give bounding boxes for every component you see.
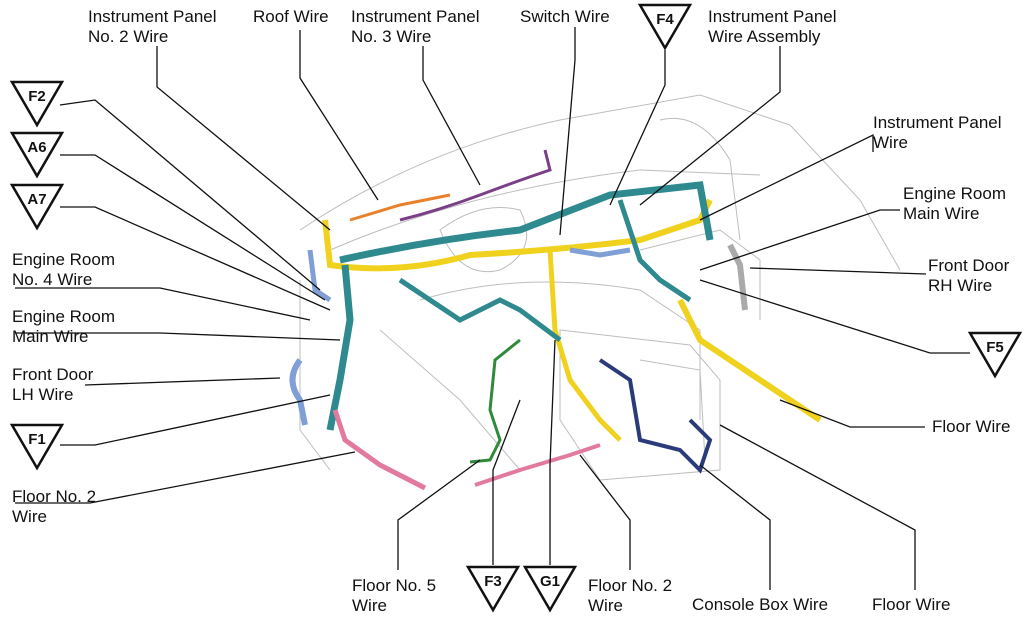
blue-door-lh-wire [289,358,308,426]
label-roof: Roof Wire [253,7,329,26]
yellow-harness-main [322,198,713,272]
connector-g1: G1 [522,565,578,613]
yellow-harness-right [677,298,822,423]
svg-text:F4: F4 [656,11,674,28]
svg-text:G1: G1 [540,573,560,590]
leader-lines [15,27,970,590]
connector-a6: A6 [9,131,65,179]
blue-door-rh-wire [727,243,748,311]
label-console: Console Box Wire [692,595,828,614]
navy-console-wire [598,358,713,474]
teal-harness-mid [398,277,562,342]
teal-harness-left [326,264,354,431]
pink-floor2-left [332,409,427,491]
connector-f4: F4 [637,3,693,51]
connector-a7: A7 [9,183,65,231]
label-switch: Switch Wire [520,7,610,26]
blue-switch-wire [569,247,631,258]
svg-text:F5: F5 [986,339,1004,356]
blue-engine-wire [307,249,332,303]
connector-f3: F3 [465,565,521,613]
connector-f2: F2 [9,80,65,128]
label-floor-right: Floor Wire [932,417,1010,436]
svg-text:A7: A7 [27,191,46,208]
connector-f1: F1 [9,423,65,471]
svg-text:F3: F3 [484,573,502,590]
interior-outline [299,94,901,481]
label-floor-bottom: Floor Wire [872,595,950,614]
svg-text:F1: F1 [28,431,46,448]
connector-markers: F2 A6 A7 F1 F4 F5 F3 G1 [9,3,1023,613]
svg-text:A6: A6 [27,139,46,156]
svg-text:F2: F2 [28,88,46,105]
teal-harness-right [617,199,692,303]
wire-harnesses [289,149,822,491]
teal-harness-main [339,181,714,264]
yellow-harness-center [547,249,622,442]
connector-f5: F5 [967,331,1023,379]
orange-roof-wire [349,193,451,222]
green-floor5-wire [469,338,521,464]
pink-floor2-center [474,443,601,487]
purple-harness [399,149,552,222]
